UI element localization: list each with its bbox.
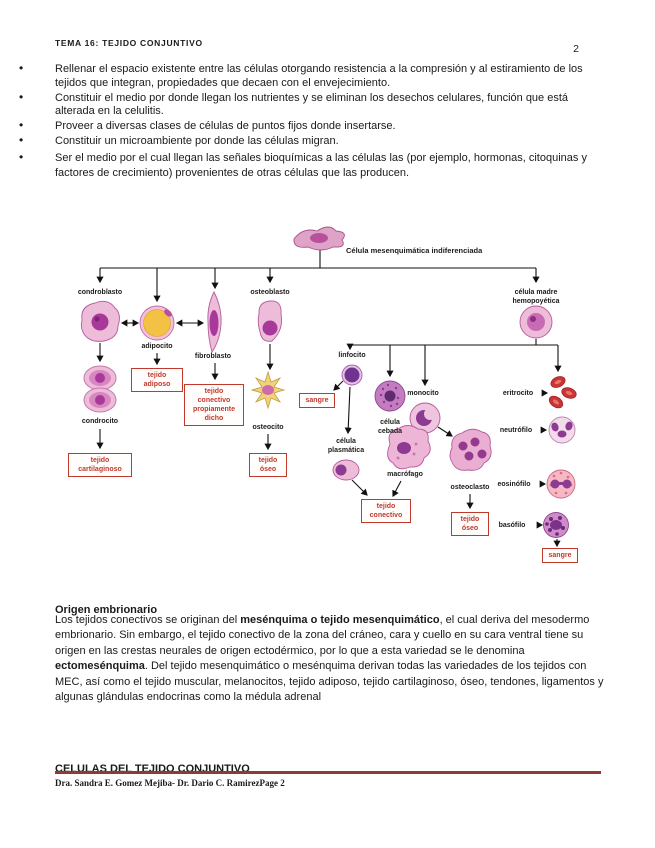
bullet-item: Proveer a diversas clases de células de … (18, 119, 606, 134)
linfocito-cell (341, 364, 363, 386)
eritrocito-label: eritrocito (502, 390, 534, 397)
osteocito-label: osteocito (252, 424, 284, 431)
celula-plasmatica-label: célula plasmática (327, 438, 365, 455)
fibroblasto-cell (207, 290, 222, 354)
doc-title: TEMA 16: TEJIDO CONJUNTIVO (55, 38, 203, 48)
paragraph-segment: Los tejidos conectivos se originan del (55, 614, 241, 626)
bullet-text: Proveer a diversas clases de células de … (55, 120, 396, 132)
bullet-item: Constituir un microambiente por donde la… (18, 134, 606, 149)
condroblasto-cell (80, 300, 120, 342)
fibroblasto-label: fibroblasto (194, 353, 232, 360)
osteoclasto-label: osteoclasto (450, 484, 490, 491)
condroblasto-label: condroblasto (77, 289, 123, 296)
eosinofilo-label: eosinófilo (497, 481, 531, 488)
bullet-text: Rellenar el espacio existente entre las … (55, 63, 583, 89)
eosinofilo-cell (546, 469, 576, 499)
celula-cebada-label: célula cebada (377, 419, 403, 436)
linfocito-label: linfocito (338, 352, 366, 359)
paragraph-segment: . Del tejido mesenquimático o mesénquima… (55, 660, 604, 704)
footer-authors: Dra. Sandra E. Gomez Mejiba- Dr. Dario C… (55, 778, 285, 788)
neutrofilo-cell (548, 416, 576, 444)
cell-lineage-diagram: Célula mesenquimática indiferenciada con… (0, 222, 655, 574)
macrofago-cell (387, 425, 431, 470)
sangre-box-2: sangre (542, 548, 578, 564)
bullet-item: Rellenar el espacio existente entre las … (18, 62, 606, 90)
monocito-label: monocito (407, 390, 439, 397)
macrofago-label: macrófago (387, 471, 423, 478)
bullet-text: Ser el medio por el cual llegan las seña… (55, 151, 587, 180)
neutrofilo-label: neutrófilo (499, 427, 533, 434)
page-number: 2 (573, 43, 579, 55)
bullet-item: Constituir el medio por donde llegan los… (18, 91, 606, 119)
tejido-conectivo-pd-box: tejido conectivo propiamente dicho (184, 384, 244, 427)
monocito-cell (409, 402, 441, 434)
sangre-box-1: sangre (299, 393, 335, 409)
eritrocito-cells (548, 376, 577, 409)
paragraph-segment: , el cual deriva del mesodermo embrionar… (55, 614, 590, 657)
osteoblasto-label: osteoblasto (250, 289, 290, 296)
lineage-diagram-svg (80, 226, 577, 548)
tejido-cartilaginoso-box: tejido cartilaginoso (68, 453, 132, 478)
bullet-item: Ser el medio por el cual llegan las seña… (18, 149, 606, 182)
tejido-conectivo-box: tejido conectivo (361, 499, 411, 524)
celula-madre-label: célula madre hemopoyética (512, 289, 560, 306)
tejido-oseo-box-2: tejido óseo (451, 512, 489, 537)
origen-paragraph: Los tejidos conectivos se originan del m… (55, 613, 604, 705)
celula-plasmatica-cell (332, 459, 360, 481)
condrocito-cells (83, 365, 117, 413)
adipocito-label: adipocito (141, 343, 173, 350)
origen-embrionario-heading: Origen embrionario (55, 604, 158, 616)
paragraph-segment-bold: ectomesénquima (55, 660, 145, 673)
basofilo-cell (543, 512, 569, 538)
footer-rule (55, 771, 601, 774)
condrocito-label: condrocito (81, 418, 119, 425)
tejido-oseo-box-1: tejido óseo (249, 453, 287, 478)
function-bullet-list: Rellenar el espacio existente entre las … (18, 62, 606, 183)
bullet-text: Constituir el medio por donde llegan los… (55, 91, 569, 118)
adipocito-cell (139, 305, 175, 341)
basofilo-label: basófilo (498, 522, 526, 529)
bullet-text: Constituir un microambiente por donde la… (55, 135, 339, 147)
celula-cebada-cell (374, 380, 406, 412)
mesenchymal-cell (293, 226, 345, 251)
celula-madre-cell (519, 305, 553, 339)
osteocito-cell (250, 370, 286, 410)
paragraph-segment-bold: mesénquima o tejido mesenquimático (240, 614, 440, 626)
osteoblasto-cell (257, 300, 283, 342)
osteoclasto-cell (449, 428, 492, 471)
root-cell-label: Célula mesenquimática indiferenciada (346, 246, 483, 255)
tejido-adiposo-box: tejido adiposo (131, 368, 183, 393)
